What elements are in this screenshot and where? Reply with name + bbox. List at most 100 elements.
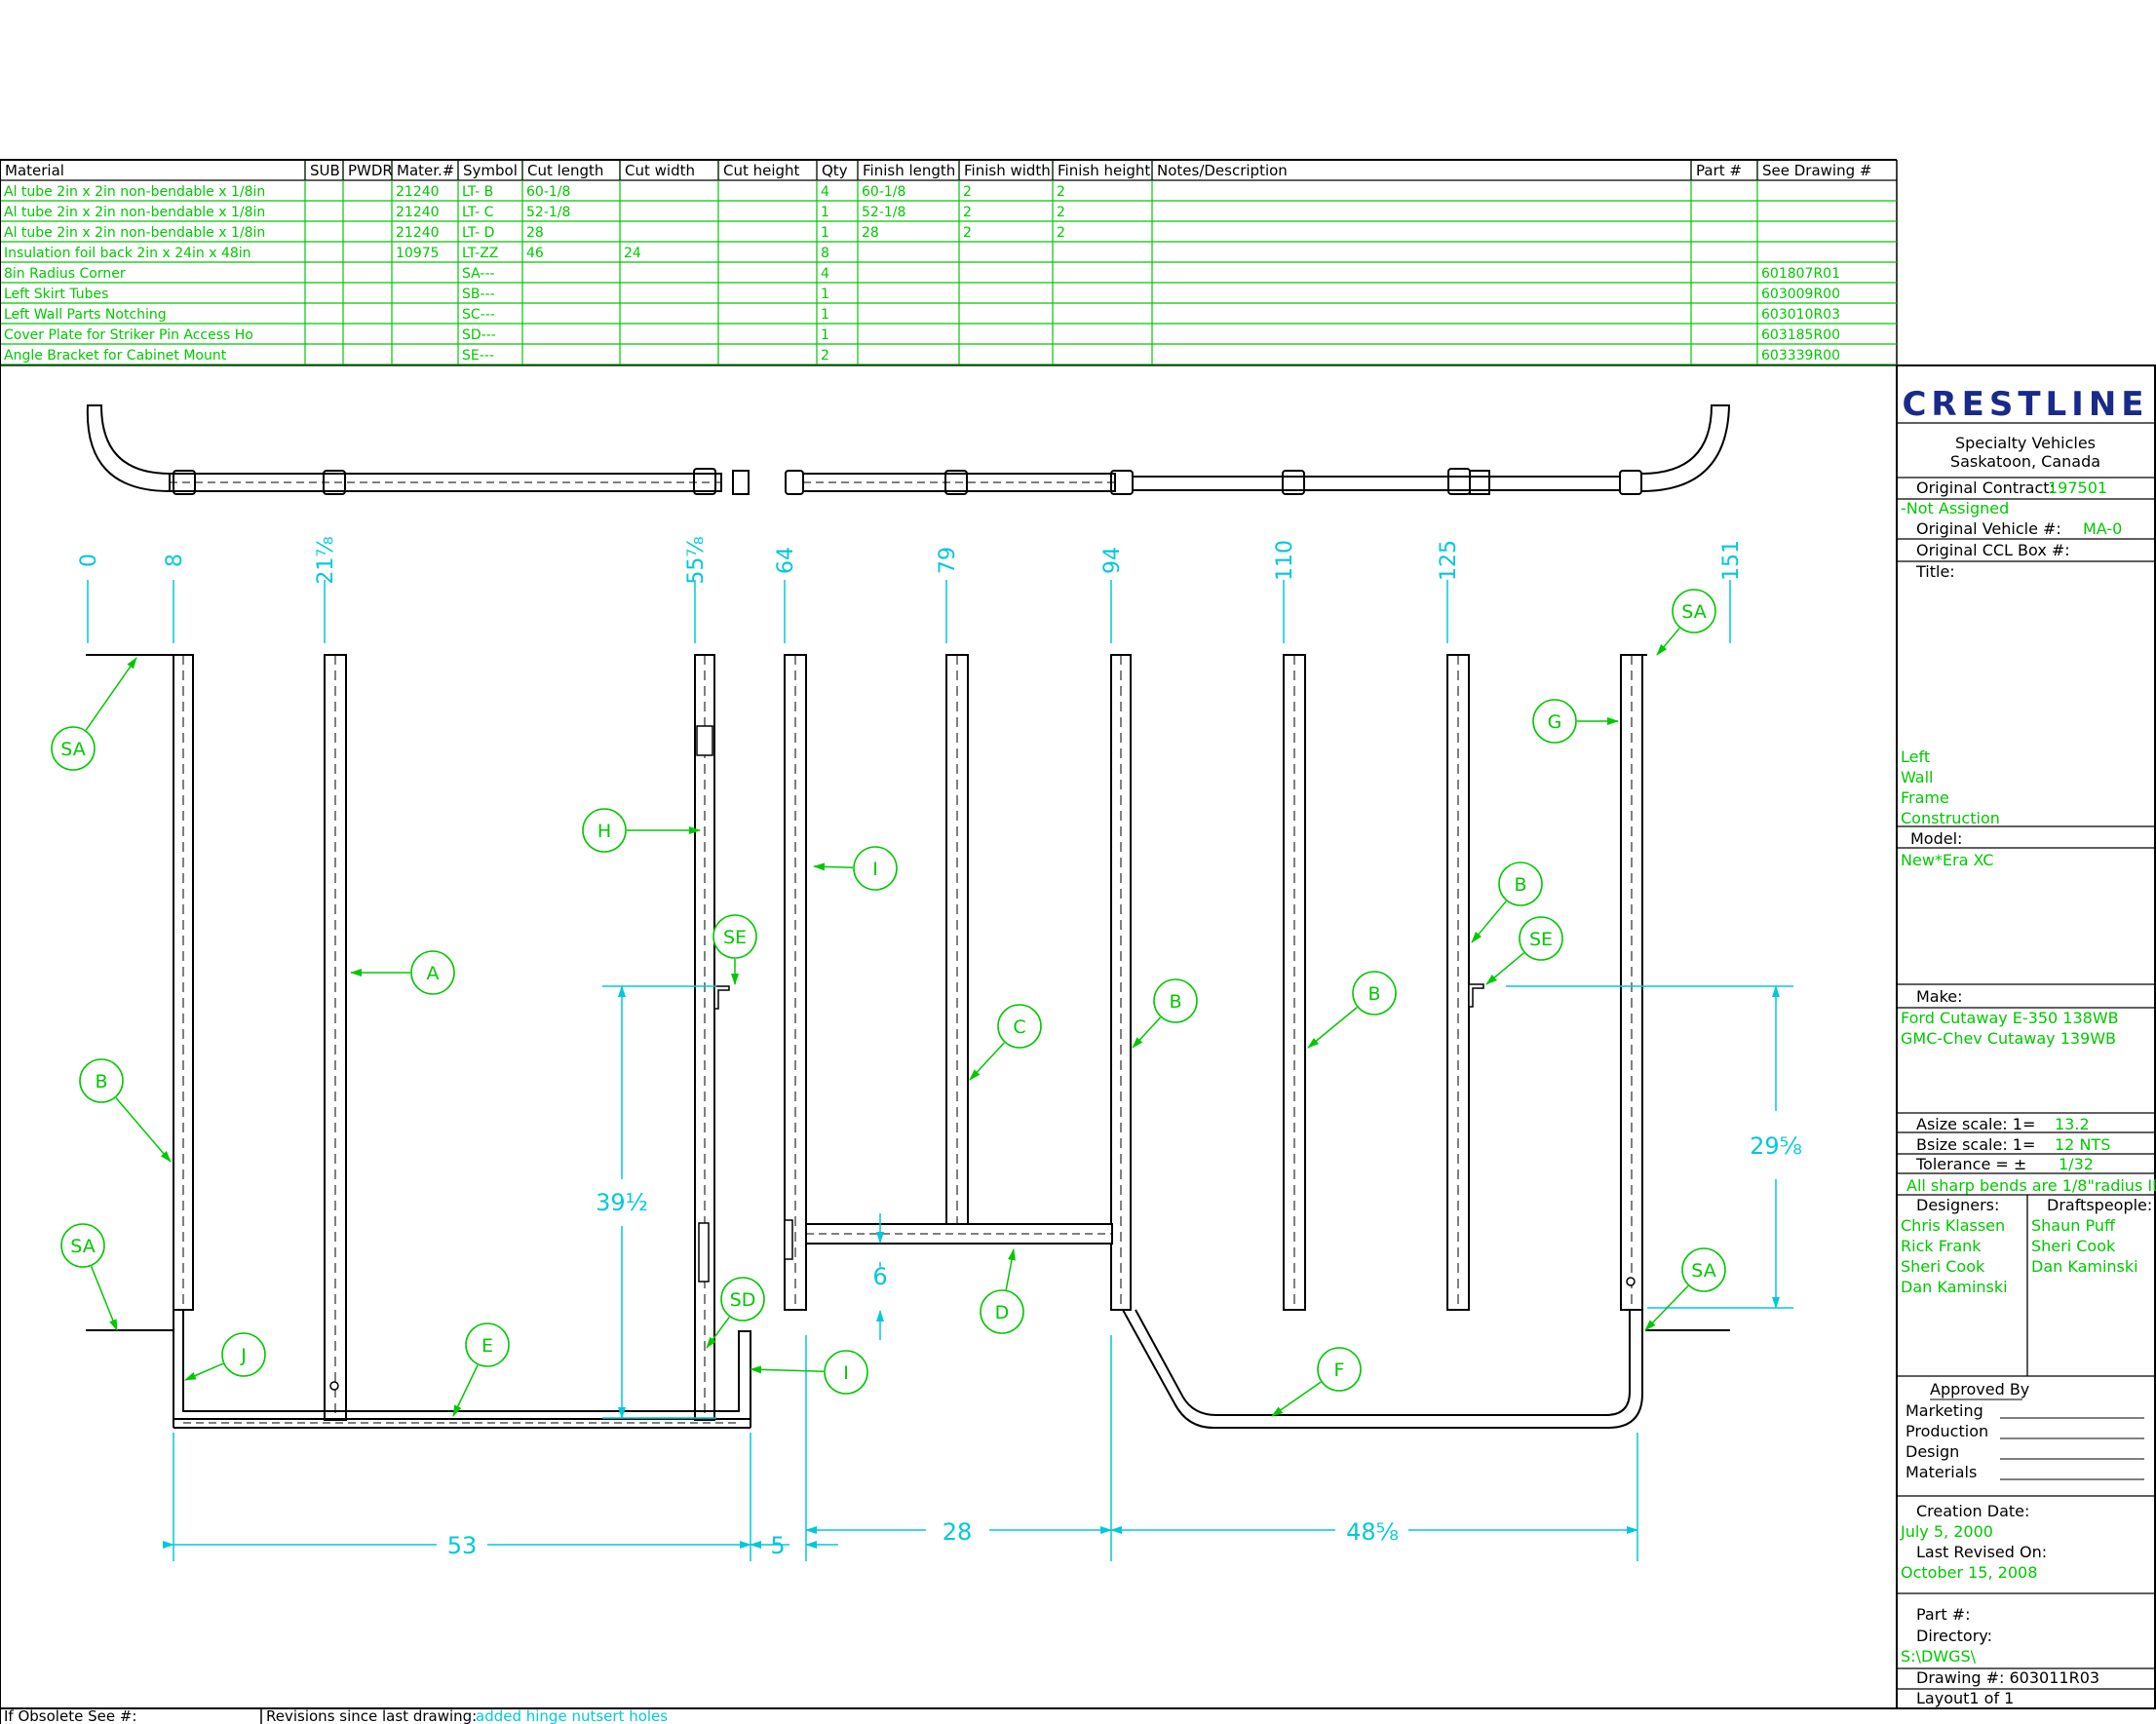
station-label: 94 xyxy=(1100,547,1125,574)
callout-label: B xyxy=(1367,983,1380,1005)
original-vehicle: MA-0 xyxy=(2083,519,2122,538)
callout-label: SA xyxy=(1681,601,1706,623)
bom-cell: 46 xyxy=(526,246,544,261)
bom-header: Qty xyxy=(822,162,848,179)
bom-header: Cut width xyxy=(625,162,695,179)
tolerance: 1/32 xyxy=(2059,1155,2094,1173)
bom-cell: LT- B xyxy=(462,184,493,200)
bom-cell: 2 xyxy=(1057,184,1065,200)
bom-cell: 601807R01 xyxy=(1761,266,1840,282)
callout-label: G xyxy=(1548,711,1562,733)
revised-label: Last Revised On: xyxy=(1916,1543,2047,1561)
bom-cell: SC--- xyxy=(462,307,495,323)
bom-cell: Left Wall Parts Notching xyxy=(4,307,167,323)
tolerance-label: Tolerance = ± xyxy=(1915,1155,2026,1173)
callout-bubble xyxy=(1519,916,1563,961)
bom-header: PWDR xyxy=(348,162,393,179)
drawing-border xyxy=(0,160,2156,1724)
model-label: Model: xyxy=(1910,829,1962,848)
callout-label: SA xyxy=(70,1236,95,1257)
callout-bubble xyxy=(60,1223,105,1268)
callout-leader xyxy=(90,1266,118,1331)
bom-cell: 2 xyxy=(821,348,829,364)
bom-cell: 60-1/8 xyxy=(526,184,570,200)
callout-label: H xyxy=(597,821,611,842)
dim-53: 53 xyxy=(447,1532,478,1559)
bom-cell: LT- C xyxy=(462,205,494,220)
dim-6: 6 xyxy=(872,1263,887,1290)
original-contract-label: Original Contract: xyxy=(1916,479,2055,497)
dim-5: 5 xyxy=(770,1532,785,1559)
callout-label: D xyxy=(995,1302,1010,1323)
dim-28: 28 xyxy=(943,1518,973,1546)
callout-leader xyxy=(1005,1248,1016,1290)
bom-cell: 603185R00 xyxy=(1761,327,1840,343)
callout-leader xyxy=(452,1364,479,1417)
bom-cell: 24 xyxy=(624,246,641,261)
bom-cell: 1 xyxy=(821,307,829,323)
bom-header: Finish length xyxy=(863,162,955,179)
dim-39: 39½ xyxy=(596,1189,648,1216)
callout-bubble xyxy=(51,726,96,771)
callout-label: SD xyxy=(730,1289,756,1311)
bom-cell: 28 xyxy=(526,225,544,241)
callout-bubble xyxy=(824,1350,868,1395)
station-label: 110 xyxy=(1273,540,1297,581)
crestline-logo: CRESTLINE xyxy=(1902,385,2148,424)
callout-label: B xyxy=(1169,991,1181,1013)
callout-bubble xyxy=(1352,971,1397,1015)
model: New*Era XC xyxy=(1901,851,1993,869)
callout-label: C xyxy=(1013,1016,1025,1038)
bom-cell: SA--- xyxy=(462,266,495,282)
callout-bubble xyxy=(410,950,455,995)
drawing-number: Drawing #: 603011R03 xyxy=(1916,1668,2099,1687)
callout-bubble xyxy=(1498,862,1543,906)
footer: If Obsolete See #: Revisions since last … xyxy=(4,1707,668,1724)
bom-cell: 8in Radius Corner xyxy=(4,266,126,282)
dim-29: 29⅝ xyxy=(1750,1132,1802,1160)
callout-bubble xyxy=(997,1004,1042,1049)
callout-label: I xyxy=(872,859,878,880)
bom-cell: 2 xyxy=(963,205,972,220)
callout-label: I xyxy=(843,1362,849,1384)
designer: Chris Klassen xyxy=(1901,1216,2005,1235)
bom-cell: 1 xyxy=(821,287,829,302)
bom-cell: 2 xyxy=(963,184,972,200)
bom-cell: 603339R00 xyxy=(1761,348,1840,364)
bsize-label: Bsize scale: 1= xyxy=(1916,1135,2035,1154)
original-ccl-label: Original CCL Box #: xyxy=(1916,541,2070,559)
approval-role: Materials xyxy=(1906,1463,1977,1481)
designers-label: Designers: xyxy=(1916,1196,1999,1214)
bom-cell: Left Skirt Tubes xyxy=(4,287,108,302)
callout-leader xyxy=(1271,1381,1322,1417)
station-label: 64 xyxy=(774,547,798,574)
directory-label: Directory: xyxy=(1916,1627,1992,1645)
callout-leader xyxy=(184,1362,224,1381)
bom-header: Notes/Description xyxy=(1157,162,1288,179)
asize-label: Asize scale: 1= xyxy=(1916,1115,2035,1133)
callout-leader xyxy=(1656,628,1680,656)
company-line2: Saskatoon, Canada xyxy=(1950,452,2100,471)
dimension-lines xyxy=(163,985,1793,1561)
callout-leader xyxy=(1307,1007,1358,1049)
bom-cell: SB--- xyxy=(462,287,495,302)
station-label: 0 xyxy=(77,554,101,567)
revisions-label: Revisions since last drawing: xyxy=(266,1707,477,1724)
bom-cell: LT- D xyxy=(462,225,494,241)
callout-bubble xyxy=(1681,1247,1726,1292)
approval-role: Marketing xyxy=(1906,1401,1983,1420)
callout-bubble xyxy=(221,1332,266,1377)
bom-cell: 4 xyxy=(821,184,829,200)
bom-cell: 52-1/8 xyxy=(862,205,905,220)
bends-note: All sharp bends are 1/8"radius ID xyxy=(1906,1176,2156,1195)
station-label: 125 xyxy=(1437,540,1461,581)
title-label: Title: xyxy=(1915,562,1955,581)
bom-cell: 1 xyxy=(821,327,829,343)
title-block-text: Original Contract:197501-Not AssignedOri… xyxy=(1900,479,2156,1707)
original-contract: 197501 xyxy=(2048,479,2107,497)
callout-bubble xyxy=(853,846,898,891)
station-label: 151 xyxy=(1719,540,1744,581)
frame-members xyxy=(86,654,1730,1429)
